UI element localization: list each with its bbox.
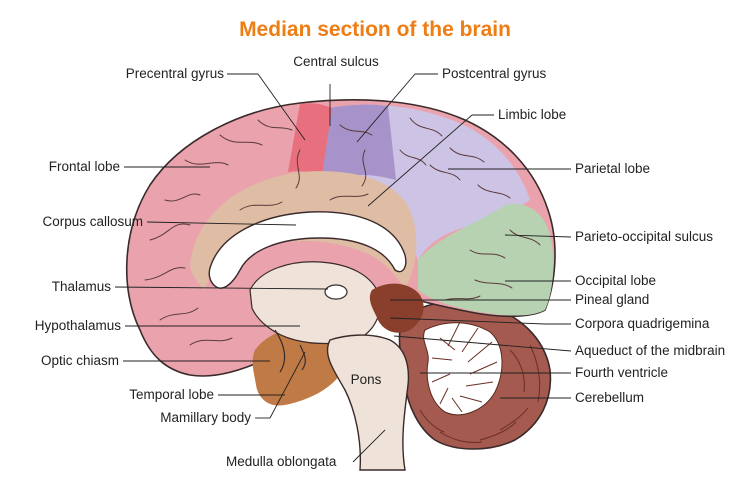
label-cerebellum: Cerebellum (575, 390, 644, 405)
leader-corpus-callosum (146, 221, 297, 226)
leader-postcentral-gyrus-2 (356, 73, 416, 143)
label-fourth-ventricle: Fourth ventricle (575, 365, 668, 380)
label-occipital-lobe: Occipital lobe (575, 273, 656, 288)
leader-limbic-lobe-2 (367, 114, 473, 207)
label-hypothalamus: Hypothalamus (35, 318, 122, 333)
label-parietal-lobe: Parietal lobe (575, 161, 650, 176)
label-parieto-occipital-sulcus: Parieto-occipital sulcus (575, 229, 713, 244)
label-optic-chiasm: Optic chiasm (41, 353, 119, 368)
labels: Precentral gyrus Central sulcus Postcent… (35, 54, 725, 469)
label-aqueduct-of-the-midbrain: Aqueduct of the midbrain (575, 343, 725, 358)
label-thalamus: Thalamus (52, 279, 112, 294)
label-postcentral-gyrus: Postcentral gyrus (442, 66, 547, 81)
cerebellum-region (398, 301, 552, 450)
label-frontal-lobe: Frontal lobe (49, 159, 120, 174)
label-limbic-lobe: Limbic lobe (498, 107, 566, 122)
label-pons: Pons (351, 372, 382, 387)
leader-lines (114, 73, 572, 463)
leader-thalamus (114, 286, 329, 290)
diagram-title: Median section of the brain (239, 18, 511, 41)
leader-corpora-quadrigemina-2 (389, 317, 546, 325)
label-mamillary-body: Mamillary body (160, 410, 251, 425)
midline-structures (208, 211, 424, 471)
leader-medulla-oblongata (352, 429, 386, 463)
leader-precentral-gyrus-2 (257, 73, 306, 141)
label-pineal-gland: Pineal gland (575, 292, 649, 307)
label-central-sulcus: Central sulcus (293, 54, 379, 69)
label-corpus-callosum: Corpus callosum (42, 214, 143, 229)
label-medulla-oblongata: Medulla oblongata (226, 454, 337, 469)
leader-aqueduct (393, 335, 572, 352)
label-precentral-gyrus: Precentral gyrus (126, 66, 225, 81)
leader-mamillary-body-2 (269, 351, 306, 419)
label-corpora-quadrigemina: Corpora quadrigemina (575, 316, 710, 331)
label-temporal-lobe: Temporal lobe (129, 387, 214, 402)
leader-parieto-occipital-sulcus (504, 234, 572, 238)
